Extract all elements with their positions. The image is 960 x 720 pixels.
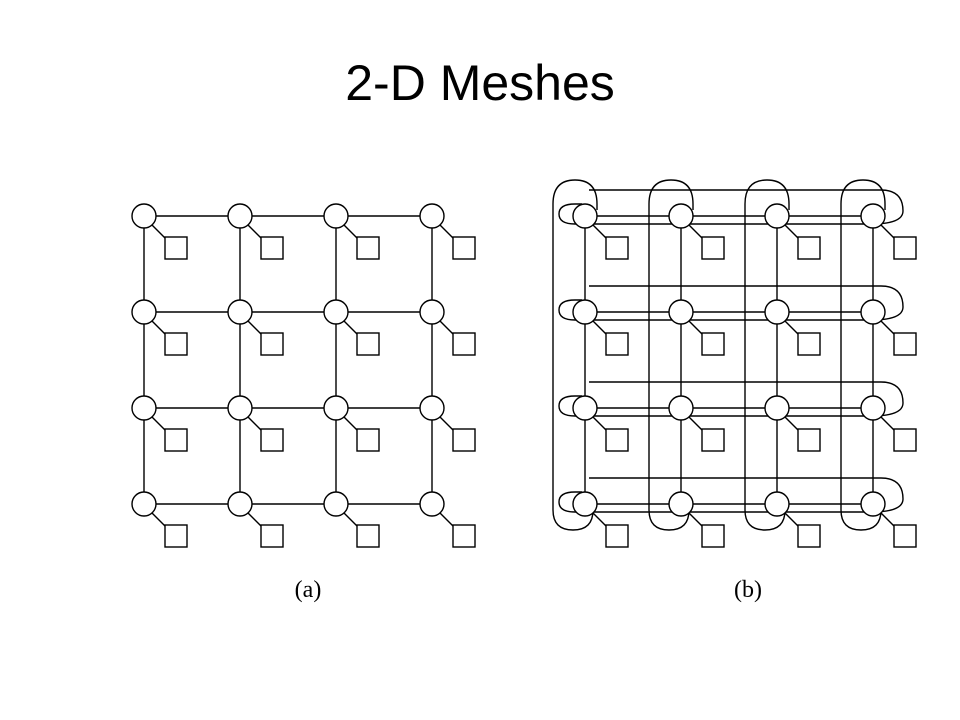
wrap-row-link <box>558 189 904 225</box>
processor-node <box>164 236 188 260</box>
wrap-column-link <box>552 179 598 531</box>
processor-node <box>164 524 188 548</box>
slide-title: 2-D Meshes <box>345 55 615 111</box>
switch-node <box>764 299 790 325</box>
switch-node <box>323 395 349 421</box>
switch-node <box>764 491 790 517</box>
processor-node <box>797 332 821 356</box>
switch-node <box>131 299 157 325</box>
switch-node <box>419 299 445 325</box>
switch-node <box>227 491 253 517</box>
processor-node <box>605 332 629 356</box>
processor-node <box>605 524 629 548</box>
processor-node <box>893 332 917 356</box>
switch-node <box>323 299 349 325</box>
mesh-a-figure <box>131 203 476 548</box>
switch-node <box>572 299 598 325</box>
processor-node <box>356 428 380 452</box>
processor-node <box>893 524 917 548</box>
switch-node <box>323 491 349 517</box>
caption-b: (b) <box>734 577 762 603</box>
switch-node <box>860 203 886 229</box>
processor-node <box>260 524 284 548</box>
processor-node <box>605 428 629 452</box>
switch-node <box>131 395 157 421</box>
switch-node <box>668 299 694 325</box>
mesh-b-figure <box>552 179 917 548</box>
switch-node <box>131 491 157 517</box>
wrap-column-link <box>744 179 790 531</box>
processor-node <box>356 236 380 260</box>
processor-node <box>797 428 821 452</box>
switch-node <box>572 491 598 517</box>
caption-a: (a) <box>295 577 322 603</box>
processor-node <box>701 332 725 356</box>
switch-node <box>323 203 349 229</box>
switch-node <box>668 491 694 517</box>
wrap-column-link <box>840 179 886 531</box>
processor-node <box>164 332 188 356</box>
switch-node <box>227 299 253 325</box>
processor-node <box>260 428 284 452</box>
wrap-row-link <box>558 477 904 513</box>
switch-node <box>419 395 445 421</box>
processor-node <box>452 428 476 452</box>
processor-node <box>452 524 476 548</box>
switch-node <box>572 203 598 229</box>
processor-node <box>701 524 725 548</box>
switch-node <box>572 395 598 421</box>
wrap-column-link <box>648 179 694 531</box>
wrap-row-link <box>558 285 904 321</box>
processor-node <box>356 332 380 356</box>
processor-node <box>893 236 917 260</box>
switch-node <box>227 395 253 421</box>
processor-node <box>701 236 725 260</box>
switch-node <box>860 299 886 325</box>
switch-node <box>419 491 445 517</box>
processor-node <box>797 524 821 548</box>
switch-node <box>764 203 790 229</box>
switch-node <box>764 395 790 421</box>
switch-node <box>668 203 694 229</box>
processor-node <box>260 236 284 260</box>
processor-node <box>260 332 284 356</box>
switch-node <box>227 203 253 229</box>
processor-node <box>452 332 476 356</box>
switch-node <box>860 395 886 421</box>
switch-node <box>131 203 157 229</box>
processor-node <box>605 236 629 260</box>
processor-node <box>164 428 188 452</box>
processor-node <box>797 236 821 260</box>
switch-node <box>860 491 886 517</box>
processor-node <box>452 236 476 260</box>
switch-node <box>419 203 445 229</box>
wrap-row-link <box>558 381 904 417</box>
switch-node <box>668 395 694 421</box>
processor-node <box>356 524 380 548</box>
processor-node <box>701 428 725 452</box>
processor-node <box>893 428 917 452</box>
